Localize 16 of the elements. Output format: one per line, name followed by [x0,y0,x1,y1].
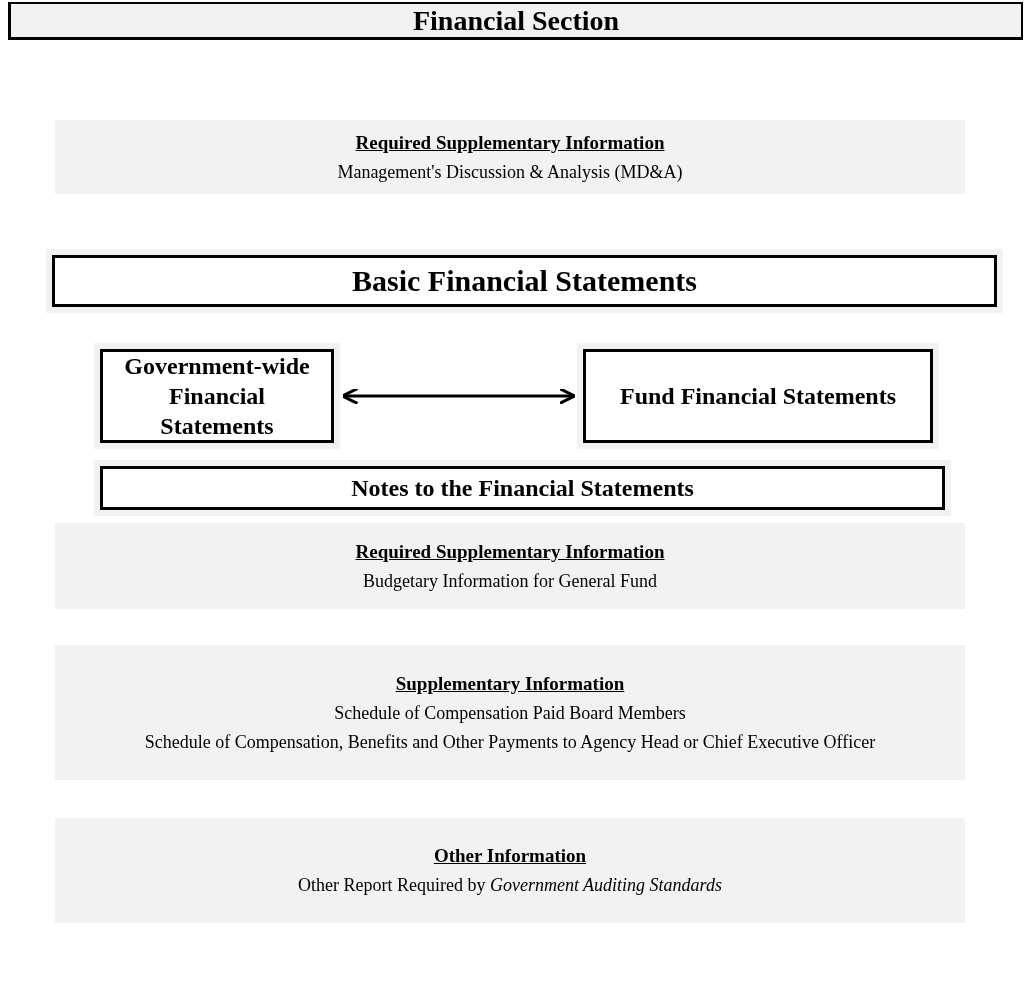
box-title: Fund Financial Statements [620,382,896,411]
box-title: Government-wide Financial Statements [123,352,311,441]
item-text: Management's Discussion & Analysis (MD&A) [337,161,683,183]
section-banner [8,2,1023,40]
item-text: Schedule of Compensation, Benefits and Other Payments to Agency Head or Chief Executive Officer [144,731,876,753]
section-heading: Supplementary Information [395,672,625,695]
section-heading: Required Supplementary Information [355,540,665,563]
item-text: Budgetary Information for General Fund [363,570,657,592]
section-heading: Required Supplementary Information [355,131,665,154]
item-text: Other Report Required by Government Auditing Standards [298,875,722,896]
section-title: Financial Section [412,4,620,38]
box-title: Notes to the Financial Statements [351,474,694,503]
section-heading: Other Information [433,845,587,867]
box-title: Basic Financial Statements [352,263,697,300]
double-arrow [341,387,576,405]
item-text: Schedule of Compensation Paid Board Members [334,702,686,724]
